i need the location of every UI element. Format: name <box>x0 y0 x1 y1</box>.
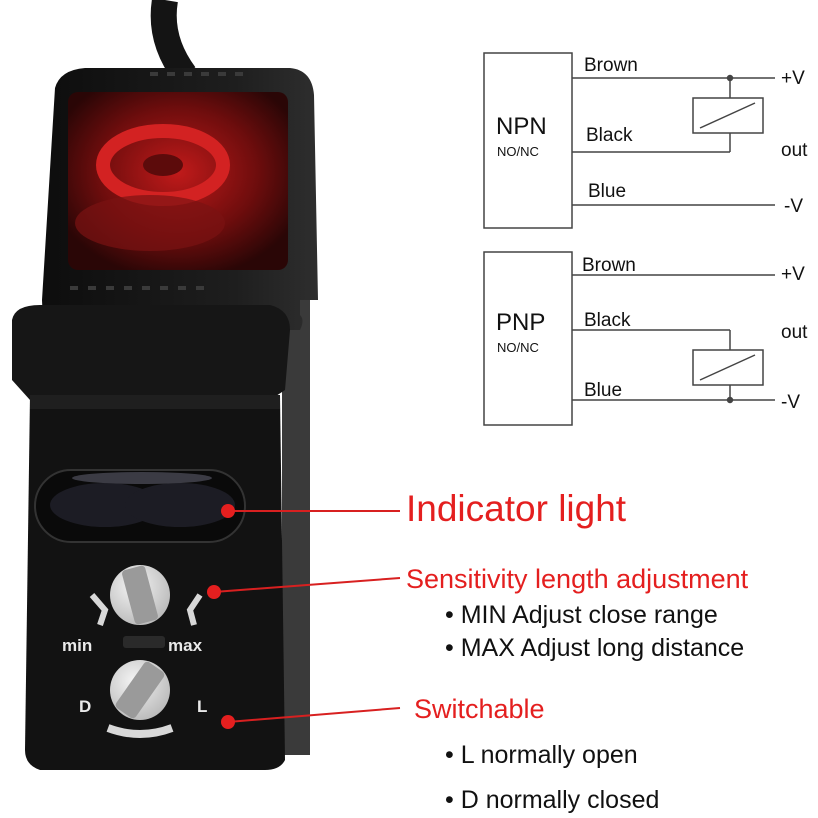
pnp-wire-brown: Brown <box>582 255 636 276</box>
switchable-title: Switchable <box>414 694 545 724</box>
pnp-wire-black: Black <box>584 310 631 331</box>
sensor-lens <box>68 92 288 270</box>
indicator-light-title: Indicator light <box>406 488 627 529</box>
npn-diagram <box>483 52 775 229</box>
device-marking-min: min <box>62 636 93 655</box>
npn-terminal-minus: -V <box>784 196 803 217</box>
npn-type-label: NPN <box>496 113 547 140</box>
mode-switch-knob <box>106 660 174 738</box>
cable <box>150 0 196 83</box>
pnp-diagram <box>483 251 775 426</box>
device-marking-max: max <box>168 636 203 655</box>
npn-terminal-out: out <box>781 140 808 161</box>
sensitivity-knob <box>89 565 203 626</box>
indicator-window <box>34 469 246 543</box>
mode-indicator <box>123 636 165 648</box>
sensitivity-bullet-min: • MIN Adjust close range <box>445 601 718 629</box>
npn-wire-black: Black <box>586 125 633 146</box>
npn-wire-brown: Brown <box>584 55 638 76</box>
pnp-terminal-minus: -V <box>781 392 800 413</box>
sensitivity-title: Sensitivity length adjustment <box>406 564 749 594</box>
pnp-terminal-out: out <box>781 322 808 343</box>
npn-wire-blue: Blue <box>588 181 627 202</box>
vent-dots <box>70 72 243 290</box>
device-marking-d: D <box>79 697 92 716</box>
pnp-terminal-plus: +V <box>781 264 805 285</box>
pnp-mode-label: NO/NC <box>497 340 539 355</box>
switchable-bullet-d: • D normally closed <box>445 786 660 814</box>
npn-terminal-plus: +V <box>781 68 805 89</box>
pnp-wire-blue: Blue <box>584 380 623 401</box>
npn-mode-label: NO/NC <box>497 144 539 159</box>
switchable-bullet-l: • L normally open <box>445 741 638 769</box>
callout-lines <box>207 504 401 729</box>
pnp-type-label: PNP <box>496 309 546 336</box>
device-marking-l: L <box>197 697 208 716</box>
sensitivity-bullet-max: • MAX Adjust long distance <box>445 634 745 662</box>
